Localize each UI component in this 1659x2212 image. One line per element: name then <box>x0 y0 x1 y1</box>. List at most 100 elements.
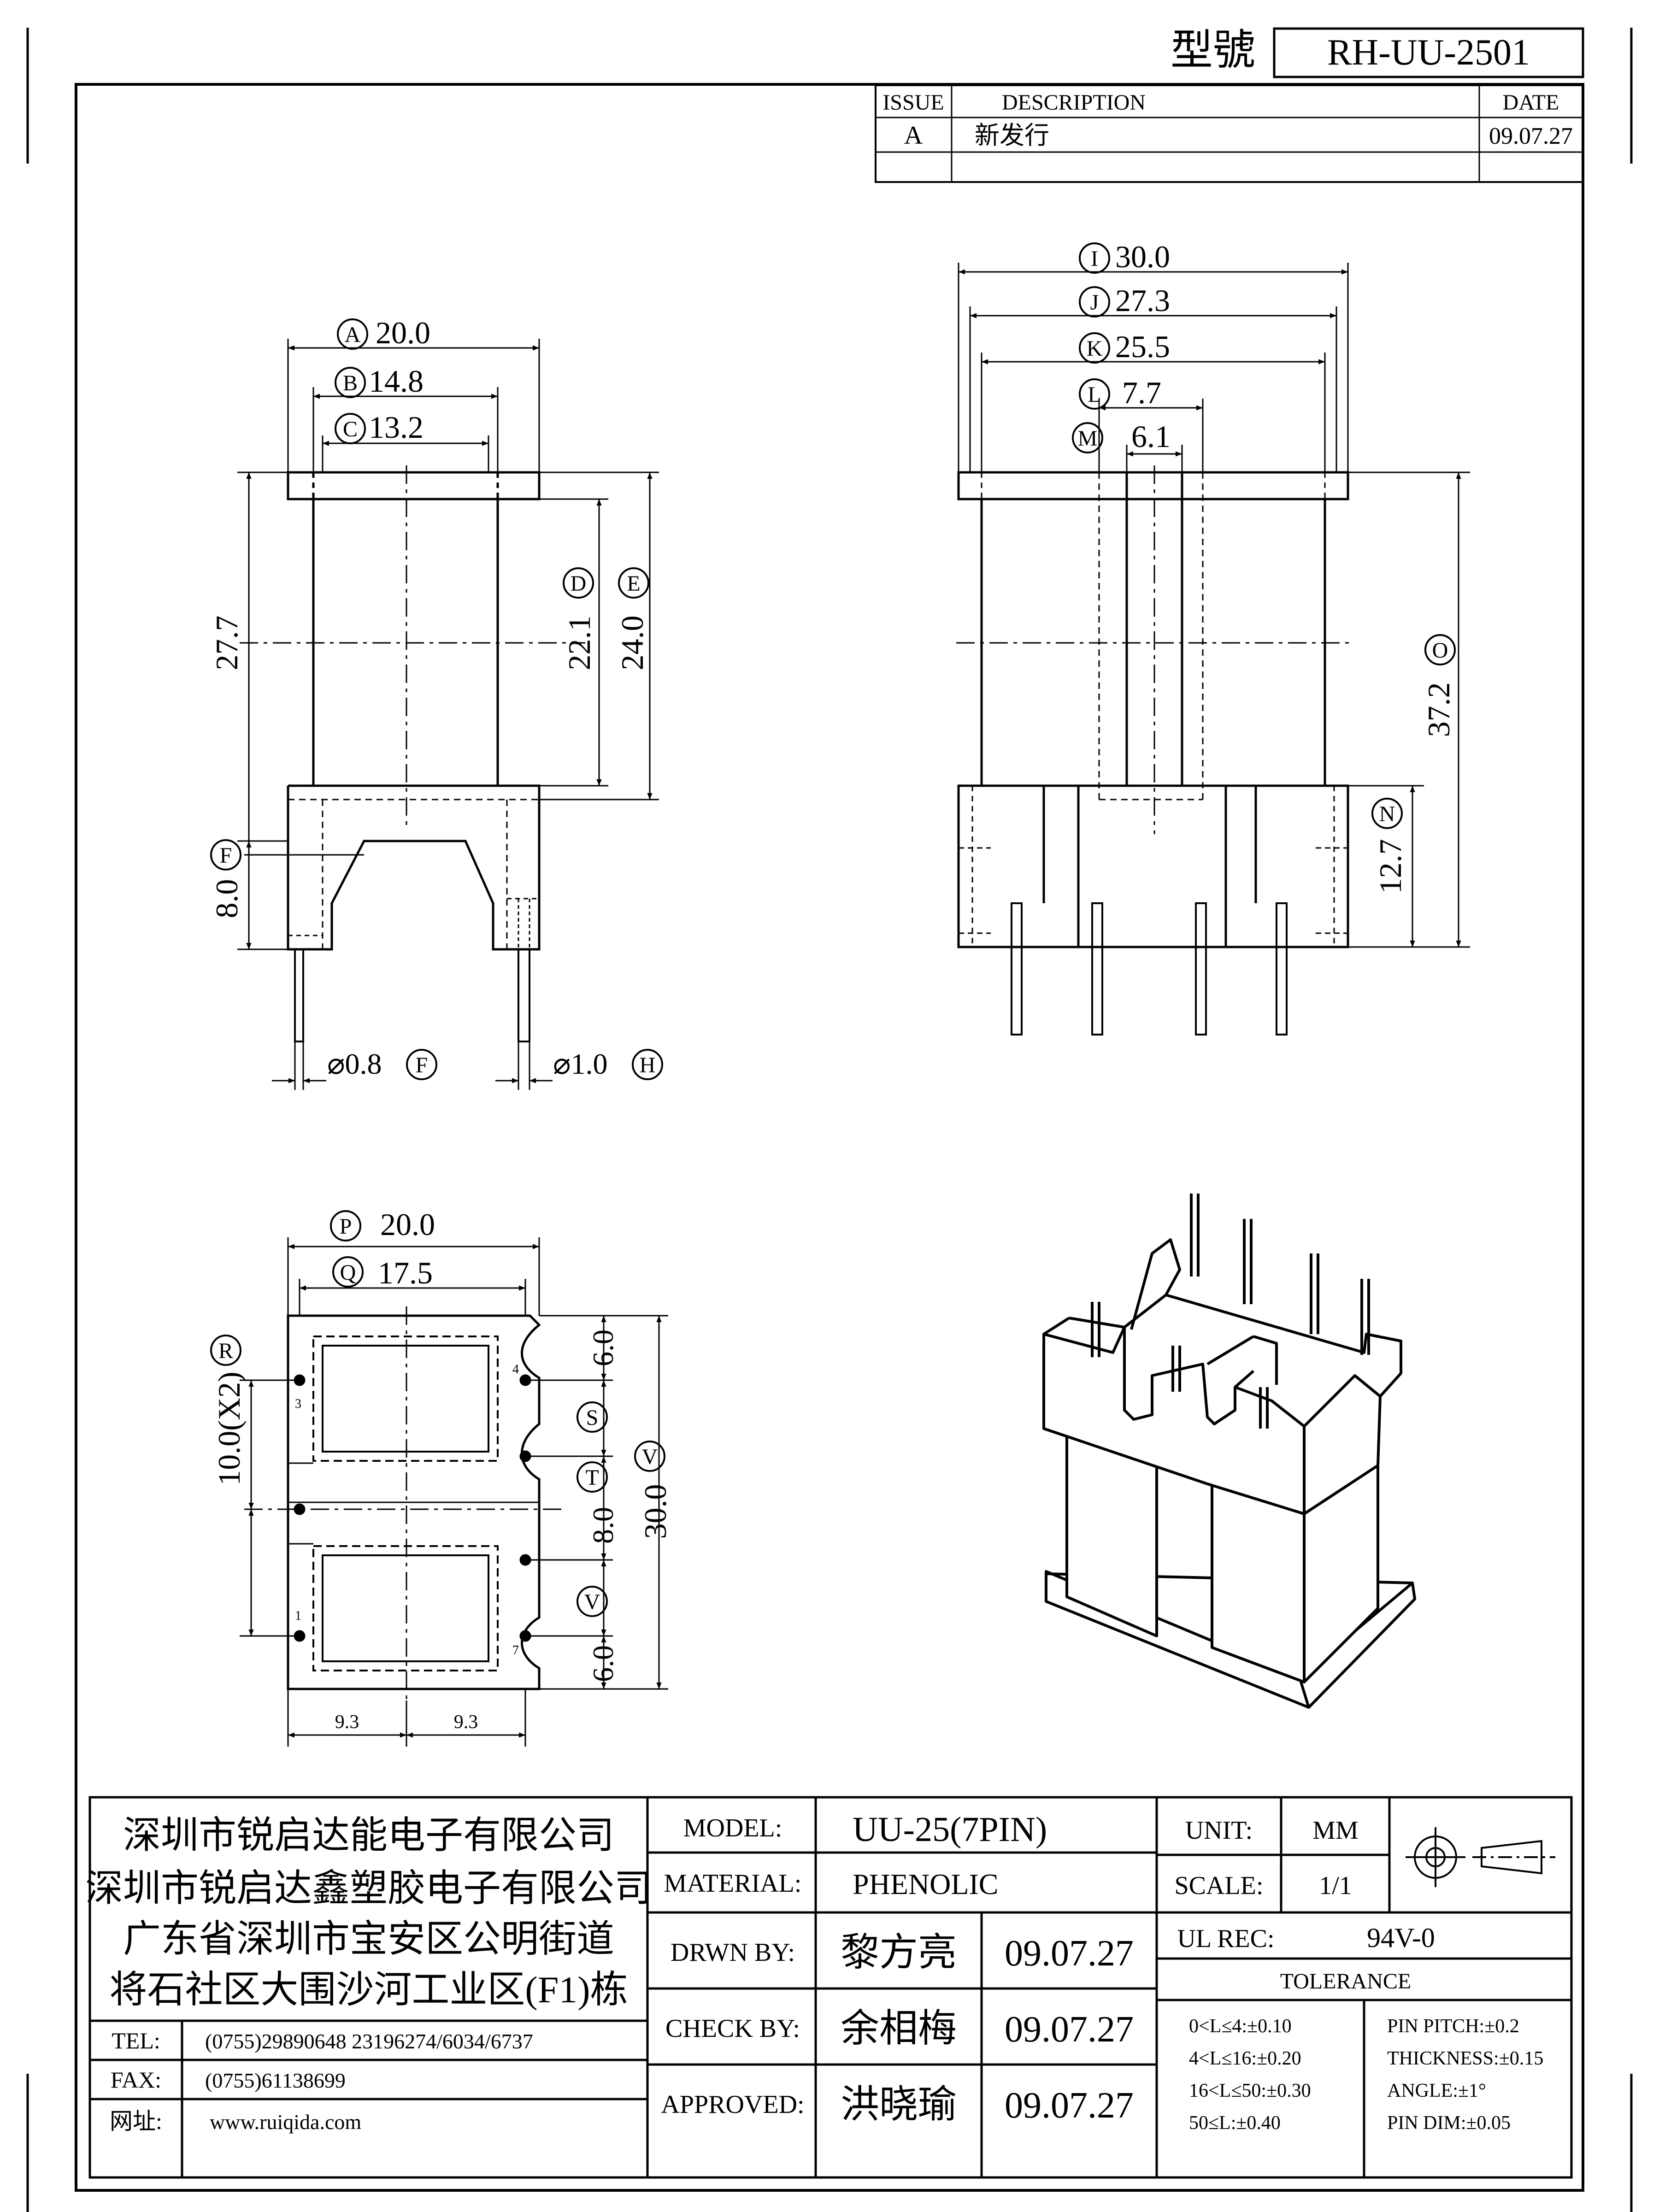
model-number-label: 型號 <box>1171 27 1255 74</box>
dim-tag-k: K <box>1087 336 1103 361</box>
drawn-by-label: DRWN BY: <box>671 1938 795 1967</box>
side-view <box>957 471 1349 1035</box>
dim-tag-d: D <box>571 571 587 596</box>
date-header: DATE <box>1503 90 1559 115</box>
dim-tag-i: I <box>1091 247 1098 271</box>
dim-tag-m: M <box>1078 426 1098 451</box>
base-height-value: 8.0 <box>209 879 244 918</box>
approved-date: 09.07.27 <box>1005 2085 1134 2126</box>
ul-rec-value: 94V-0 <box>1367 1923 1435 1953</box>
tolerance-right-2: THICKNESS:±0.15 <box>1387 2048 1543 2069</box>
side-view-dimensions <box>958 263 1470 948</box>
half-width-right: 9.3 <box>454 1712 478 1733</box>
tel-label: TEL: <box>112 2028 160 2053</box>
dim-tag-c: C <box>343 417 358 441</box>
dim-value-o: 37.2 <box>1421 682 1456 737</box>
material-label: MATERIAL: <box>664 1869 802 1898</box>
company-line-2: 深圳市锐启达鑫塑胶电子有限公司 <box>85 1867 652 1909</box>
title-block <box>88 1796 1573 2179</box>
dim-value-k: 25.5 <box>1115 329 1170 364</box>
dim-value-t: 8.0 <box>587 1507 619 1544</box>
dim-value-b: 14.8 <box>369 364 424 399</box>
dim-tag-a: A <box>345 323 361 347</box>
revision-table: ISSUE DESCRIPTION DATE A 新发行 09.07.27 <box>875 84 1584 183</box>
check-by-name: 余相梅 <box>841 2007 957 2050</box>
dim-tag-p: P <box>340 1214 352 1239</box>
website-value: www.ruiqida.com <box>210 2110 361 2134</box>
dim-tag-b: B <box>343 371 358 395</box>
dim-value-p: 20.0 <box>380 1207 435 1242</box>
dim-tag-u: V <box>584 1590 600 1614</box>
tolerance-right-3: ANGLE:±1° <box>1387 2080 1486 2101</box>
front-view-dimensions <box>237 339 659 1090</box>
tolerance-left-4: 50≤L:±0.40 <box>1189 2112 1281 2134</box>
dim-tag-f: F <box>416 1053 428 1077</box>
dim-tag-t: T <box>585 1465 599 1490</box>
ul-rec-label: UL REC: <box>1177 1924 1274 1953</box>
model-value: UU-25(7PIN) <box>853 1810 1047 1849</box>
material-value: PHENOLIC <box>853 1868 998 1900</box>
dim-tag-n: N <box>1379 802 1395 826</box>
check-by-date: 09.07.27 <box>1005 2009 1134 2050</box>
fax-value: (0755)61138699 <box>205 2069 346 2092</box>
description-header: DESCRIPTION <box>1002 90 1146 115</box>
approved-name: 洪晓瑜 <box>841 2083 957 2126</box>
unit-value: MM <box>1312 1816 1359 1845</box>
pin-number: 3 <box>295 1397 301 1411</box>
front-view-labels: A 20.0 B 14.8 C 13.2 27.7 D 22.1 E 24.0 … <box>209 315 663 1080</box>
pin-number: 4 <box>512 1362 519 1377</box>
isometric-view <box>1042 1194 1416 1709</box>
dim-value-l: 7.7 <box>1122 375 1161 410</box>
dim-tag-o: O <box>1432 638 1448 663</box>
model-number-value: RH-UU-2501 <box>1327 32 1530 73</box>
dim-tag-l: L <box>1088 382 1101 407</box>
dim-value-j: 27.3 <box>1115 283 1170 318</box>
revision-date: 09.07.27 <box>1489 123 1573 149</box>
tolerance-left-2: 4<L≤16:±0.20 <box>1189 2048 1301 2069</box>
bottom-view-dimensions <box>240 1237 668 1747</box>
dim-value-s: 6.0 <box>587 1330 619 1366</box>
dim-value-r: 10.0(X2) <box>212 1371 247 1485</box>
dim-tag-e: E <box>627 571 640 596</box>
side-view-labels: I 30.0 J 27.3 K 25.5 L 7.7 M 6.1 N 12.7 … <box>1072 239 1456 894</box>
tolerance-right-1: PIN PITCH:±0.2 <box>1387 2016 1519 2037</box>
dim-value-m: 6.1 <box>1131 419 1171 454</box>
dim-value-f: ⌀0.8 <box>327 1047 382 1080</box>
corner-marks <box>26 28 1633 2212</box>
tolerance-right-4: PIN DIM:±0.05 <box>1387 2112 1511 2134</box>
tolerance-left-1: 0<L≤4:±0.10 <box>1189 2016 1292 2037</box>
issue-header: ISSUE <box>882 90 944 115</box>
unit-label: UNIT: <box>1185 1816 1253 1845</box>
fax-label: FAX: <box>111 2067 161 2093</box>
bottom-view-labels: P 20.0 Q 17.5 R 10.0(X2) 6.0 S T 8.0 V 6… <box>210 1207 673 1733</box>
dim-tag-r: R <box>218 1339 233 1363</box>
sheet-frame <box>75 83 1584 2192</box>
dim-value-a: 20.0 <box>376 315 430 350</box>
dim-value-c: 13.2 <box>369 410 424 445</box>
side-view-centerlines <box>956 465 1350 834</box>
revision-issue: A <box>904 121 923 150</box>
projection-symbol-icon <box>1406 1827 1555 1887</box>
bottom-view-centerlines <box>244 1306 567 1700</box>
dim-tag-q: Q <box>340 1260 356 1285</box>
dim-value-d: 22.1 <box>562 616 597 671</box>
dim-value-h: ⌀1.0 <box>553 1047 608 1080</box>
website-label: 网址: <box>110 2108 162 2134</box>
check-by-label: CHECK BY: <box>665 2014 800 2043</box>
tolerance-title: TOLERANCE <box>1280 1969 1411 1994</box>
company-line-4: 将石社区大围沙河工业区(F1)栋 <box>109 1969 628 2011</box>
model-label: MODEL: <box>683 1814 782 1842</box>
scale-value: 1/1 <box>1319 1871 1352 1900</box>
front-view-centerlines <box>240 465 585 830</box>
tolerance-left-3: 16<L≤50:±0.30 <box>1189 2080 1311 2101</box>
half-width-left: 9.3 <box>335 1712 359 1733</box>
front-view <box>287 471 541 1042</box>
dim-tag-s: S <box>586 1406 599 1430</box>
company-line-1: 深圳市锐启达能电子有限公司 <box>123 1814 614 1856</box>
dim-tag-h: H <box>640 1053 656 1077</box>
dim-value-e: 24.0 <box>615 616 650 671</box>
dim-value-n: 12.7 <box>1373 839 1408 894</box>
dim-value-u: 6.0 <box>587 1645 619 1682</box>
approved-label: APPROVED: <box>661 2090 804 2119</box>
